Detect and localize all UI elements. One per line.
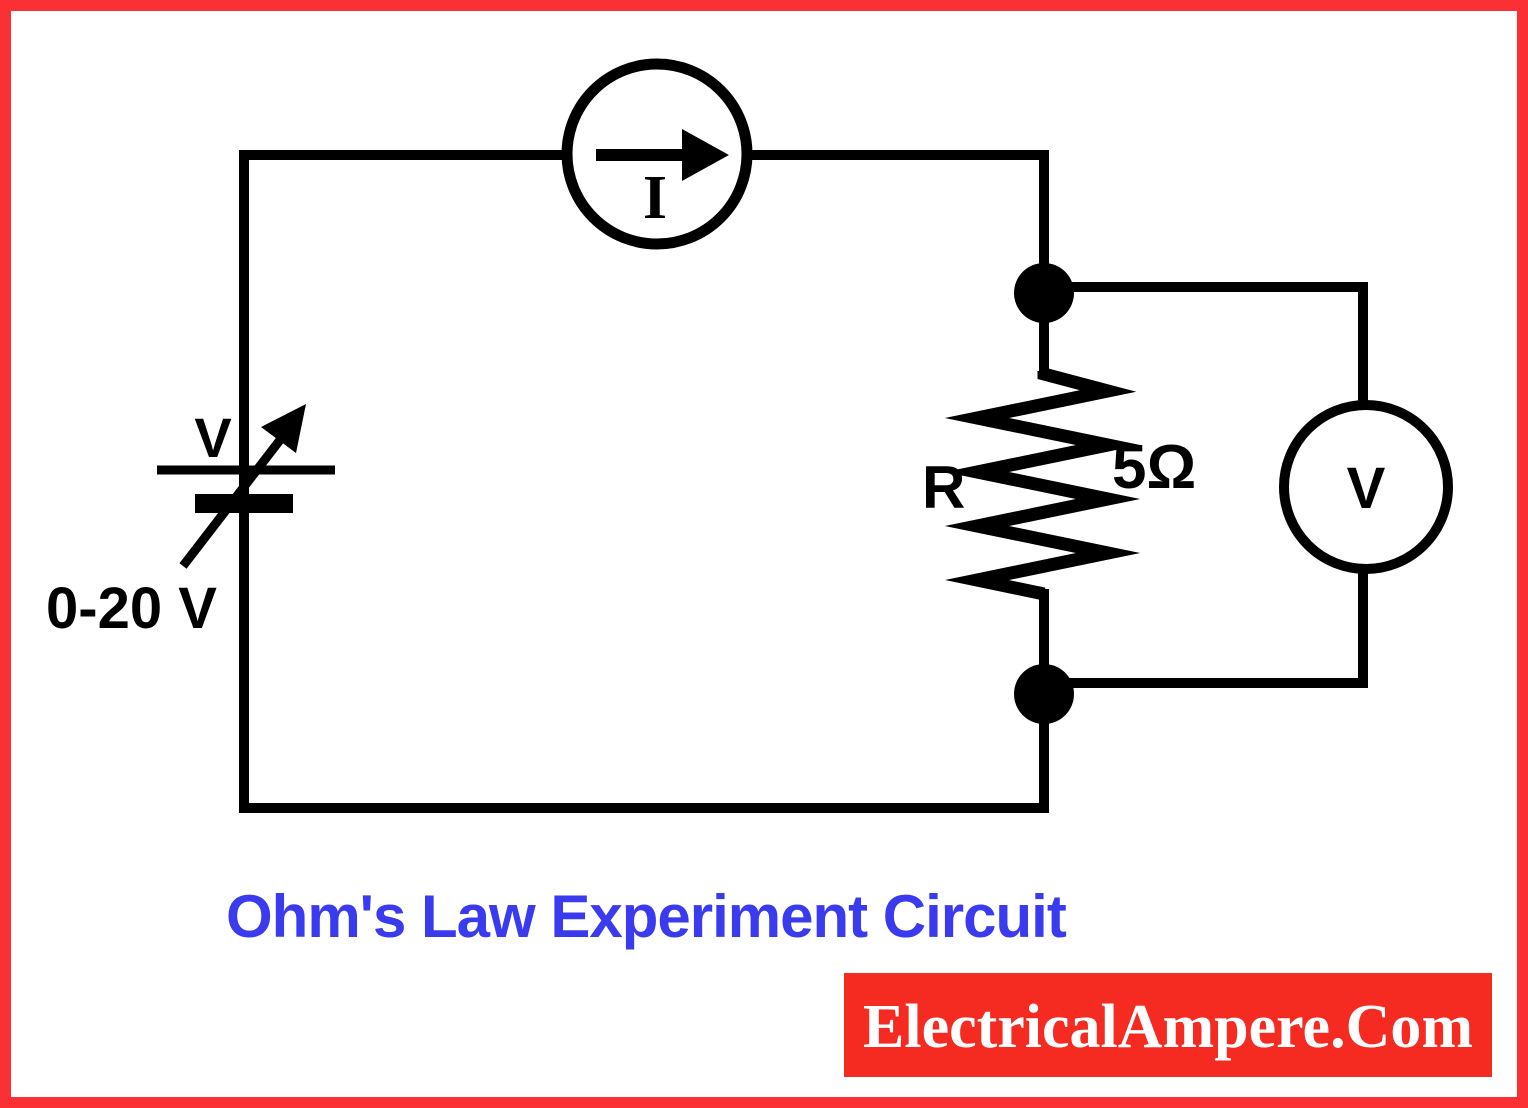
current-arrow-head [682, 129, 729, 181]
source-negative-terminal [195, 494, 293, 513]
junction-dot-top [1014, 263, 1074, 323]
watermark-banner-background [844, 973, 1492, 1077]
variable-arrow-icon [179, 404, 306, 569]
resistor-value-label: 5Ω [1112, 433, 1196, 502]
resistor-name-label: R [922, 454, 965, 521]
voltmeter-label: V [1347, 456, 1386, 521]
variable-arrow-shaft [179, 437, 284, 569]
voltmeter-bottom-wire [1050, 563, 1368, 688]
voltmeter-top-wire [1050, 282, 1368, 412]
voltmeter-symbol: V [1279, 400, 1453, 574]
ammeter-symbol: I [561, 58, 753, 250]
watermark-text: ElectricalAmpere.Com [863, 993, 1473, 1061]
current-arrow-icon [596, 129, 729, 181]
source-label: V [194, 406, 231, 469]
voltmeter-circle [1279, 400, 1453, 574]
diagram-title: Ohm's Law Experiment Circuit [226, 883, 1067, 950]
junction-dot-bottom [1014, 664, 1074, 724]
variable-voltage-source-symbol: V 0-20 V [46, 404, 335, 641]
source-range-label: 0-20 V [46, 576, 217, 641]
watermark-banner: ElectricalAmpere.Com [844, 973, 1492, 1077]
bottom-and-right-wire [239, 589, 1049, 813]
variable-arrow-head [261, 404, 306, 453]
ammeter-label: I [643, 164, 667, 232]
resistor-zigzag-icon [944, 367, 1141, 601]
